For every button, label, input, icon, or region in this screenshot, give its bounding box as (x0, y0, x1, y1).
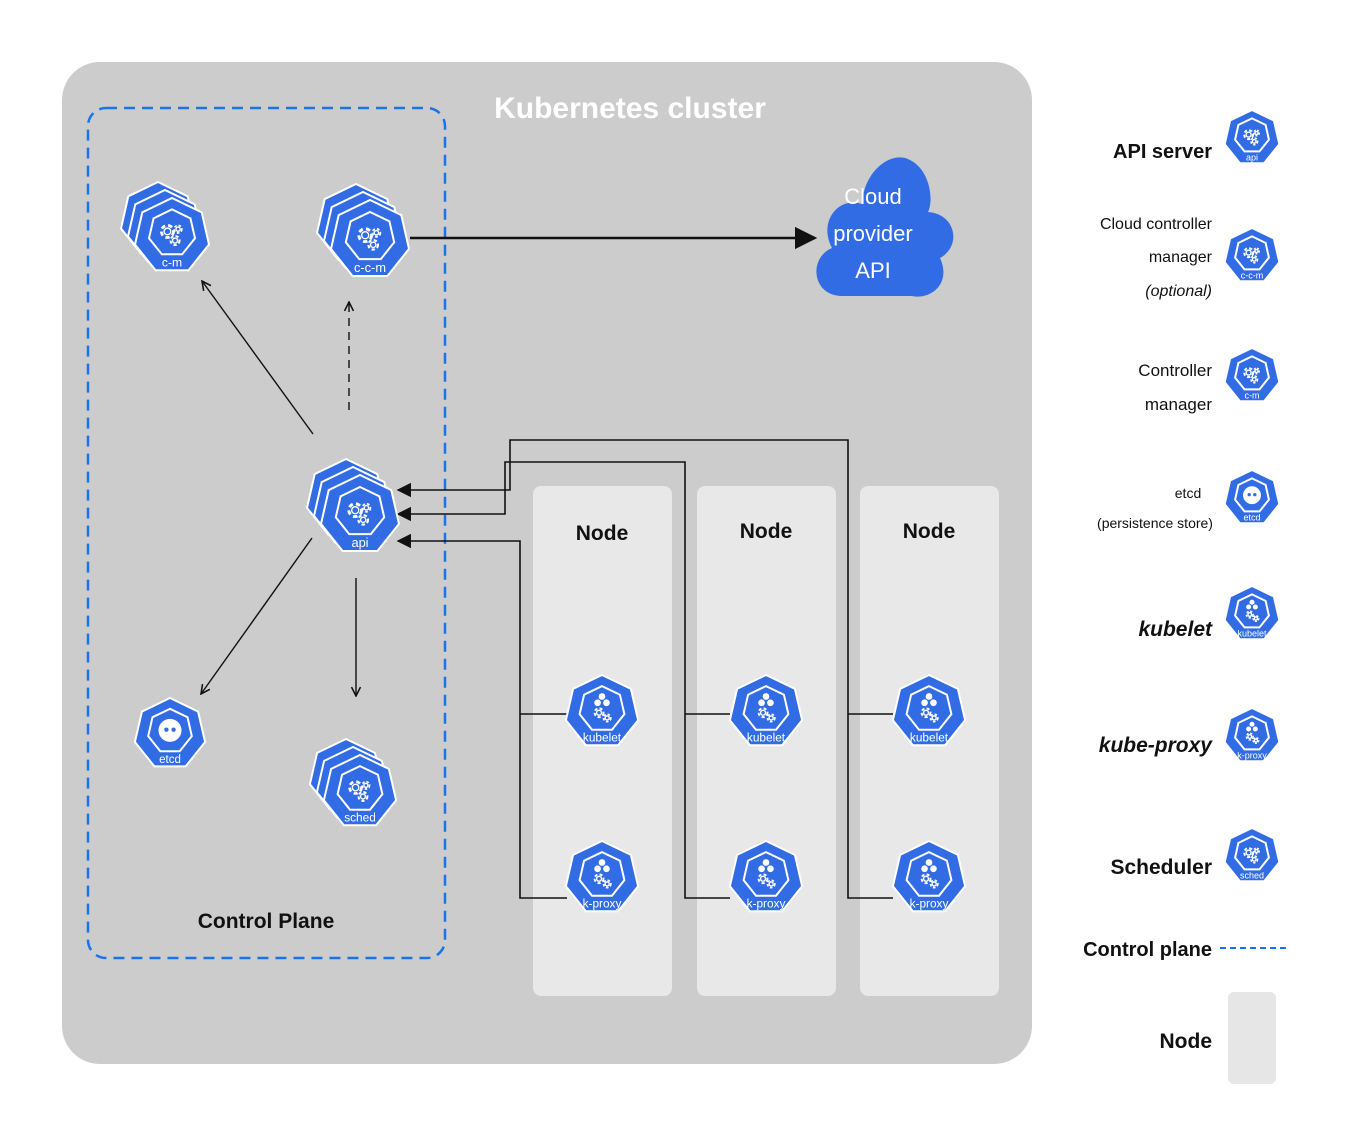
legend-scheduler-icon: sched (1223, 826, 1281, 883)
cloud-label-2: provider (833, 221, 912, 246)
control-plane-arrows (201, 281, 356, 696)
node-title-2: Node (740, 520, 793, 543)
legend-scheduler-icon-label: sched (1240, 870, 1264, 880)
legend-etcd-icon: etcd (1223, 468, 1281, 525)
cluster-title: Kubernetes cluster (494, 92, 766, 125)
cloud-controller-manager-icon-label: c-c-m (354, 260, 386, 275)
kube-proxy-icon-1-label: k-proxy (583, 897, 622, 911)
legend-node-swatch (1228, 992, 1276, 1084)
legend-ccm-label-1: Cloud controller (1100, 216, 1213, 233)
legend-api-server-icon: api (1223, 108, 1281, 165)
node-title-3: Node (903, 520, 956, 543)
scheduler-icon-label: sched (344, 811, 376, 825)
kube-proxy-icon-3: k-proxy (891, 839, 967, 913)
etcd-icon: etcd (133, 696, 207, 768)
legend-kube-proxy-icon: k-proxy (1223, 706, 1281, 763)
cloud-label-1: Cloud (844, 184, 901, 209)
legend-controller-manager-label-2: manager (1145, 395, 1212, 414)
api-server-icon-label: api (351, 535, 368, 550)
legend-etcd-label-1: etcd (1175, 485, 1201, 501)
legend-etcd-icon-label: etcd (1243, 512, 1260, 522)
kubelet-icon-2: kubelet (728, 673, 804, 747)
cloud-label-3: API (855, 258, 890, 283)
kube-proxy-icon-2-label: k-proxy (747, 897, 786, 911)
legend-controller-manager-icon: c-m (1223, 346, 1281, 403)
etcd-icon-label: etcd (159, 754, 181, 766)
cloud-provider-api: Cloud provider API (816, 157, 954, 297)
node-connections (396, 439, 893, 899)
legend-kubelet-icon: kubelet (1223, 584, 1281, 641)
component-icons: c-m c-c-m api etcd sched kubelet k-proxy kubele… (119, 108, 1281, 913)
control-plane-box (86, 106, 447, 960)
legend-ccm-label-3: (optional) (1145, 283, 1212, 300)
legend-ccm-icon: c-c-m (1223, 226, 1281, 283)
legend-etcd-label-2: (persistence store) (1097, 515, 1213, 531)
node-title-1: Node (576, 522, 629, 545)
legend-api-server-label: API server (1113, 141, 1212, 163)
control-plane-label: Control Plane (198, 910, 335, 933)
kubelet-icon-1: kubelet (564, 673, 640, 747)
api-server-icon: api (305, 457, 401, 552)
kube-proxy-icon-2: k-proxy (728, 839, 804, 913)
legend-controller-manager-label-1: Controller (1138, 361, 1212, 380)
kube-proxy-icon-1: k-proxy (564, 839, 640, 913)
legend-node-label: Node (1160, 1030, 1213, 1053)
kubelet-icon-1-label: kubelet (583, 731, 622, 745)
legend-scheduler-label: Scheduler (1110, 856, 1212, 879)
controller-manager-icon-label: c-m (162, 255, 182, 269)
kubelet-icon-3-label: kubelet (910, 731, 949, 745)
kubelet-icon-2-label: kubelet (747, 731, 786, 745)
legend-kubelet-icon-label: kubelet (1237, 628, 1267, 638)
legend-ccm-label-2: manager (1149, 249, 1213, 266)
legend-api-server-icon-label: api (1246, 152, 1258, 162)
legend-kube-proxy-icon-label: k-proxy (1237, 750, 1267, 760)
legend-kubelet-label: kubelet (1138, 618, 1213, 641)
legend-ccm-icon-label: c-c-m (1241, 270, 1264, 280)
legend-kube-proxy-label: kube-proxy (1099, 734, 1214, 757)
legend-control-plane-label: Control plane (1083, 939, 1212, 961)
legend: API server Cloud controller manager (opt… (1083, 141, 1290, 1084)
kubelet-icon-3: kubelet (891, 673, 967, 747)
kube-proxy-icon-3-label: k-proxy (910, 897, 949, 911)
cloud-controller-manager-icon: c-c-m (315, 182, 411, 277)
legend-controller-manager-icon-label: c-m (1245, 390, 1260, 400)
scheduler-icon: sched (308, 737, 398, 827)
controller-manager-icon: c-m (119, 180, 211, 272)
